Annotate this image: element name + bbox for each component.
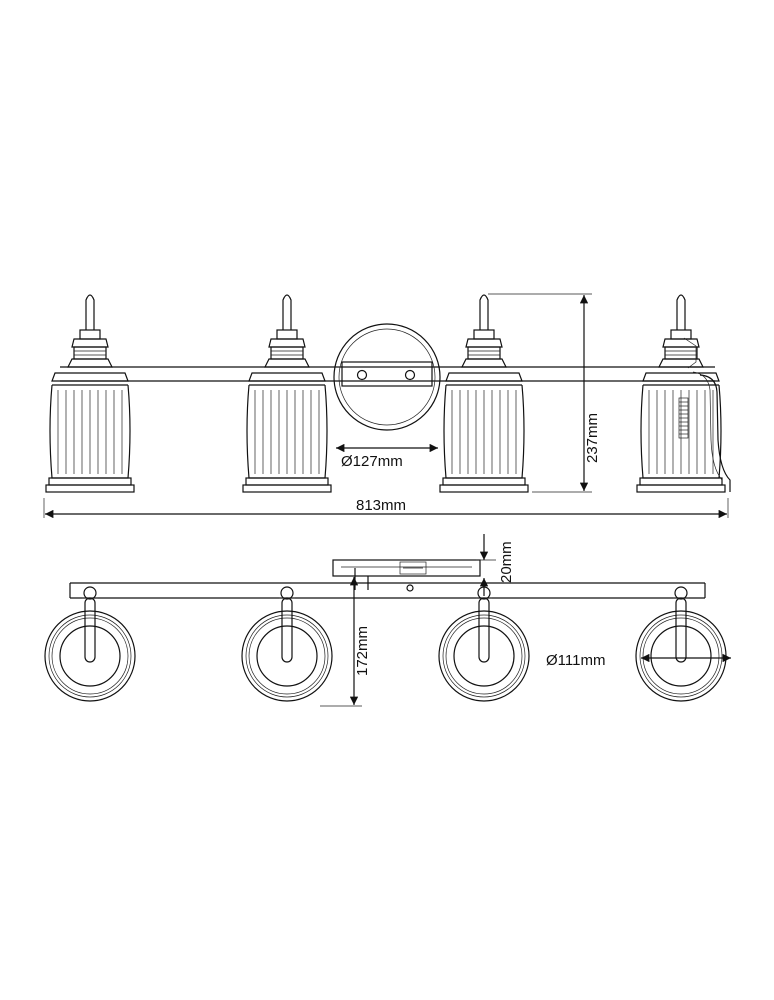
front-elevation: 813mm 237mm Ø127mm bbox=[43, 293, 731, 519]
shade-diameter-dimension: Ø111mm bbox=[546, 652, 731, 669]
depth-label: 20mm bbox=[498, 541, 515, 583]
front-bar bbox=[60, 366, 715, 382]
front-lamp-3 bbox=[439, 294, 529, 493]
height-label: 237mm bbox=[584, 413, 601, 463]
projection-label: 172mm bbox=[354, 626, 371, 676]
front-lamp-4 bbox=[636, 294, 726, 493]
front-backplate bbox=[333, 323, 441, 431]
depth-dimension: 20mm bbox=[476, 534, 515, 596]
top-lamp-3 bbox=[438, 586, 530, 702]
lamp-cutaway-section bbox=[678, 337, 731, 492]
top-lamp-2 bbox=[241, 586, 333, 702]
width-label: 813mm bbox=[356, 497, 406, 514]
shade-diameter-label: Ø111mm bbox=[546, 652, 605, 669]
top-bar bbox=[69, 582, 706, 599]
top-backplate bbox=[332, 559, 481, 592]
height-dimension: 237mm bbox=[488, 293, 601, 493]
top-lamp-1 bbox=[44, 586, 136, 702]
backplate-diameter-label: Ø127mm bbox=[341, 453, 403, 470]
front-lamp-1 bbox=[45, 294, 135, 493]
width-dimension: 813mm bbox=[43, 497, 729, 519]
top-lamp-4 bbox=[635, 586, 727, 702]
top-view: 20mm 172mm Ø111mm bbox=[44, 534, 731, 707]
front-lamp-2 bbox=[242, 294, 332, 493]
backplate-diameter-dimension: Ø127mm bbox=[336, 443, 438, 470]
projection-dimension: 172mm bbox=[320, 577, 371, 707]
